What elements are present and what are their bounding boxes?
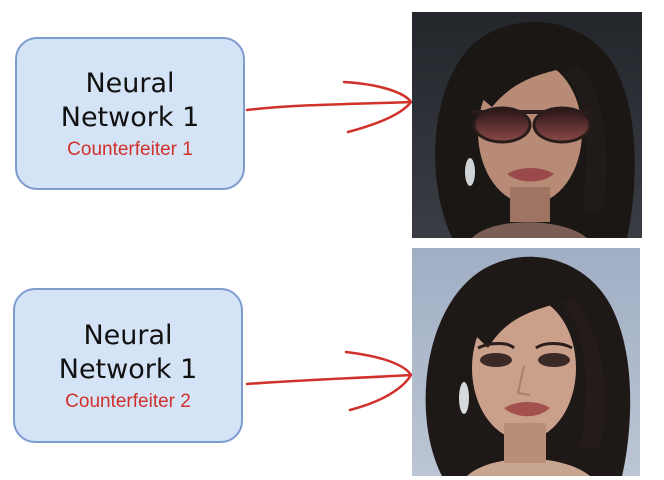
counterfeiter-label: Counterfeiter 1: [67, 138, 193, 160]
network-title-line1: Neural: [85, 67, 175, 99]
network-box-1: Neural Network 1 Counterfeiter 1: [15, 37, 245, 190]
network-box-2: Neural Network 1 Counterfeiter 2: [13, 288, 243, 443]
counterfeiter-label: Counterfeiter 2: [65, 390, 191, 412]
network-title-line2: Network 1: [58, 353, 198, 385]
portrait-sunglasses-image: [412, 12, 642, 238]
portrait-makeup-image: [412, 248, 640, 476]
arrow-2: [245, 350, 413, 412]
arrow-1: [245, 80, 413, 134]
network-title-line1: Neural: [83, 319, 173, 351]
network-title-line2: Network 1: [60, 101, 200, 133]
